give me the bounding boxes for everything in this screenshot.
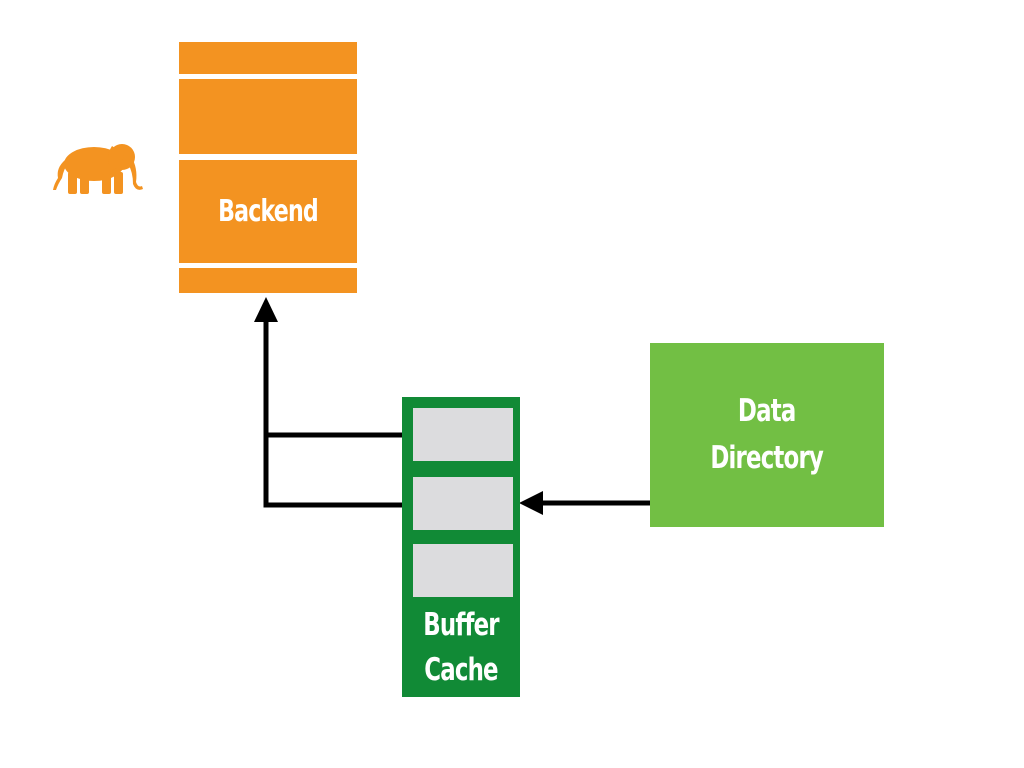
buffer-cache-slot	[413, 544, 513, 597]
backend-label: Backend	[218, 194, 319, 229]
backend-stripe	[179, 268, 357, 293]
data-directory-label-line2: Directory	[710, 440, 824, 476]
backend-stripe	[179, 42, 357, 74]
backend-node: Backend	[179, 42, 357, 293]
edge-buffer-cache-to-backend	[263, 318, 402, 508]
buffer-cache-label: Buffer Cache	[413, 603, 510, 693]
buffer-cache-node: Buffer Cache	[402, 397, 520, 697]
data-directory-label: Data Directory	[711, 388, 824, 482]
backend-stripe	[179, 79, 357, 154]
buffer-cache-slot	[413, 477, 513, 530]
buffer-cache-slot	[413, 408, 513, 461]
arrowhead-to-buffer-cache	[519, 491, 543, 515]
elephant-icon	[53, 144, 143, 194]
arrowhead-to-backend	[254, 297, 278, 322]
data-directory-label-line1: Data	[738, 393, 796, 429]
buffer-cache-label-line2: Cache	[424, 652, 498, 688]
buffer-cache-label-line1: Buffer	[423, 607, 499, 643]
backend-stripe	[179, 160, 357, 263]
data-directory-node: Data Directory	[650, 343, 884, 527]
